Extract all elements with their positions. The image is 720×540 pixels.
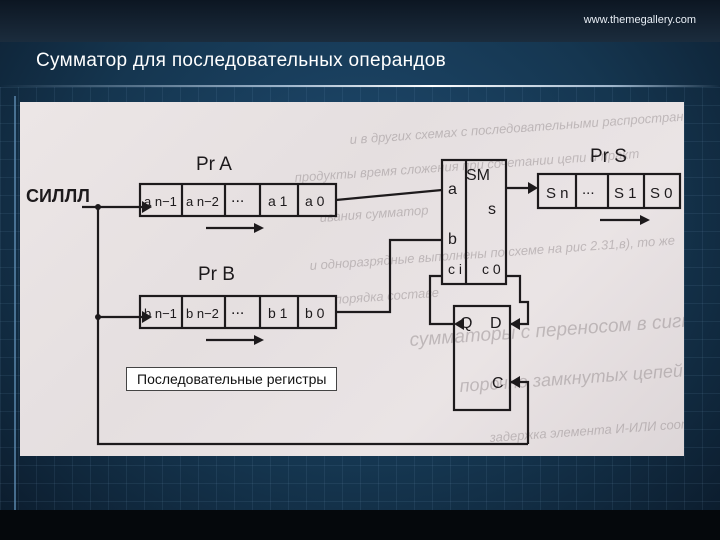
bg-text-line-6: сумматоры с переносом в сигналы передач <box>409 302 684 350</box>
top-banner: www.themegallery.com <box>0 0 720 42</box>
register-s-cell: ... <box>582 181 595 198</box>
circuit-photo: и в других схемах с последовательными ра… <box>20 102 684 456</box>
register-a-cell: a n−1 <box>144 194 177 209</box>
register-a-cell: a 1 <box>268 193 288 209</box>
arrow-input-b <box>142 311 152 323</box>
slide-title: Сумматор для последовательных операндов <box>36 50 447 71</box>
adder-output-s: s <box>488 201 496 218</box>
shift-arrowhead-b <box>254 335 264 345</box>
junction-a <box>95 204 101 210</box>
wire-clock-bus <box>96 317 528 446</box>
register-b-cell: b n−1 <box>144 306 177 321</box>
adder-output-c0: c 0 <box>482 261 501 277</box>
shift-arrowhead-a <box>254 223 264 233</box>
wire-a-to-sm <box>335 188 443 202</box>
register-a-cell: a 0 <box>305 193 325 209</box>
circuit-diagram: и в других схемах с последовательными ра… <box>26 102 684 446</box>
wire-b-to-sm <box>336 238 442 314</box>
side-accent-line <box>14 96 16 516</box>
wire-q-to-ci <box>428 274 454 326</box>
arrow-input-a <box>142 201 152 213</box>
adder-input-b: b <box>448 231 457 248</box>
carry-flipflop <box>452 304 512 412</box>
bg-text-line-8: задержка элемента И-ИЛИ соответственно .… <box>488 410 684 446</box>
bottom-bar <box>0 510 720 540</box>
wire-c0-to-d <box>506 274 530 326</box>
shift-arrowhead-s <box>640 215 650 225</box>
registers-caption: Последовательные регистры <box>126 367 338 391</box>
input-label: СИЛЛЛ <box>26 186 90 206</box>
bg-text-line-1: и в других схемах с последовательными ра… <box>349 102 684 147</box>
register-a-cell: ... <box>231 189 244 206</box>
register-s-cell: S n <box>546 185 569 202</box>
register-a-cell: a n−2 <box>186 194 219 209</box>
register-b-cell: ... <box>231 301 244 318</box>
arrow-sum-to-s <box>528 182 538 194</box>
adder-sm <box>440 158 508 286</box>
register-b-cell: b n−2 <box>186 306 219 321</box>
adder-label: SM <box>466 167 490 184</box>
arrow-d-in <box>510 318 520 330</box>
bg-text-line-5: порядка составе <box>334 285 439 307</box>
adder-input-a: a <box>448 181 457 198</box>
register-s-cell: S 0 <box>650 185 673 202</box>
register-b-label: Pr B <box>198 264 235 285</box>
flipflop-c: C <box>492 375 504 392</box>
register-b-cell: b 0 <box>305 305 325 321</box>
arrow-q-in <box>454 318 464 330</box>
register-s-label: Pr S <box>590 146 627 167</box>
adder-input-ci: c i <box>448 261 462 277</box>
arrow-clock-in <box>510 376 520 388</box>
register-s-cell: S 1 <box>614 185 637 202</box>
flipflop-d: D <box>490 315 502 332</box>
register-b-cell: b 1 <box>268 305 288 321</box>
site-url: www.themegallery.com <box>583 14 696 26</box>
wire-input-b <box>96 207 142 319</box>
register-a-label: Pr A <box>196 154 232 175</box>
title-underline <box>0 85 720 87</box>
